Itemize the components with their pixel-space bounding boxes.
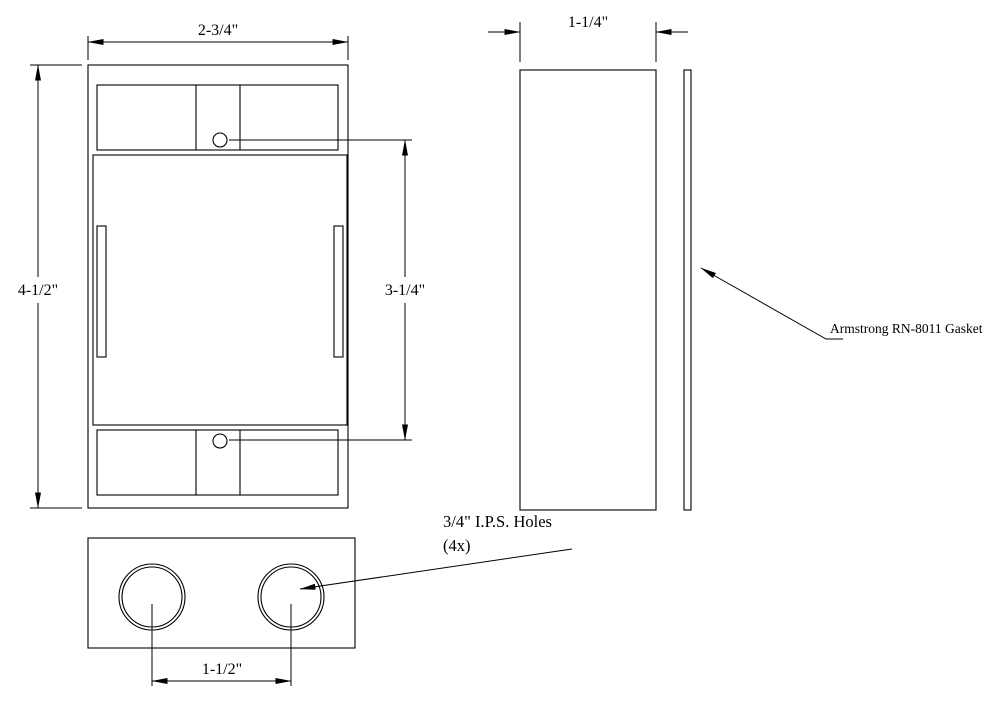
callout-gasket: Armstrong RN-8011 Gasket — [700, 267, 983, 340]
bottom-view — [87, 537, 356, 649]
dim-front-height: 4-1/2" — [18, 64, 82, 509]
dim-hole-to-hole-vertical: 3-1/4" — [229, 139, 425, 441]
bottom-outline — [87, 537, 356, 649]
front-view — [87, 64, 349, 509]
dim-front-height-label: 4-1/2" — [18, 282, 58, 299]
front-top-screw-hole — [212, 132, 228, 148]
front-top-flange — [96, 84, 339, 151]
dim-front-width: 2-3/4" — [87, 22, 349, 60]
dim-hole-spacing-label: 1-1/2" — [202, 661, 242, 678]
side-outline — [519, 69, 657, 511]
gasket-profile — [683, 69, 692, 511]
callout-ips-holes-label-line1: 3/4" I.P.S. Holes — [443, 512, 552, 531]
callout-ips-holes: 3/4" I.P.S. Holes (4x) — [299, 512, 573, 590]
gasket-strip-outline — [683, 69, 692, 511]
callout-ips-holes-leader — [299, 548, 573, 590]
dim-hole-vertical-label: 3-1/4" — [385, 282, 425, 299]
callout-gasket-label: Armstrong RN-8011 Gasket — [830, 321, 983, 336]
front-bottom-screw-hole — [212, 433, 228, 449]
front-outer-outline — [87, 64, 349, 509]
front-body-opening — [92, 154, 348, 426]
dim-side-depth: 1-1/4" — [488, 14, 688, 62]
front-bottom-flange — [96, 429, 339, 496]
dim-front-width-label: 2-3/4" — [198, 22, 238, 39]
callout-ips-holes-label-line2: (4x) — [443, 536, 471, 555]
front-left-notch — [96, 225, 107, 358]
side-view — [519, 69, 657, 511]
front-right-notch — [333, 225, 344, 358]
dim-side-depth-label: 1-1/4" — [568, 14, 608, 31]
callout-gasket-leader — [700, 267, 843, 340]
dim-hole-spacing: 1-1/2" — [151, 604, 292, 686]
